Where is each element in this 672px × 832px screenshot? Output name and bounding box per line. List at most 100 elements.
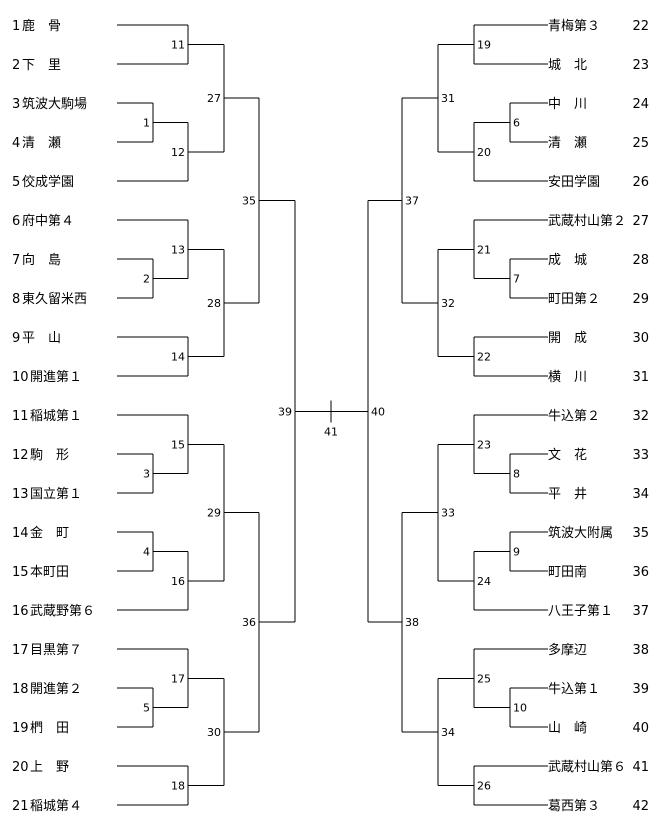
team-name: 向 島 <box>22 252 61 268</box>
team-name: 国立第１ <box>30 487 82 502</box>
team-seed: 15 <box>12 565 29 580</box>
team-seed: 41 <box>632 760 649 775</box>
match-number: 2 <box>143 273 150 286</box>
match-number: 20 <box>477 146 491 159</box>
team-seed: 9 <box>12 331 20 346</box>
match-number: 39 <box>278 405 292 418</box>
team-name: 山 崎 <box>548 721 587 736</box>
team-name: 東久留米西 <box>22 291 87 307</box>
match-number: 12 <box>171 146 185 159</box>
team-seed: 37 <box>632 604 649 619</box>
team-seed: 40 <box>632 721 649 736</box>
match-number: 1 <box>143 117 150 130</box>
match-number: 36 <box>242 616 256 629</box>
team-seed: 6 <box>12 214 20 229</box>
team-seed: 30 <box>632 331 649 346</box>
team-name: 稲城第１ <box>30 409 82 424</box>
team-seed: 16 <box>12 604 29 619</box>
team-seed: 4 <box>12 136 20 151</box>
match-number: 26 <box>477 780 491 793</box>
team-name: 武蔵野第６ <box>30 604 95 619</box>
team-seed: 7 <box>12 253 20 268</box>
match-number: 17 <box>171 672 185 685</box>
match-number: 28 <box>207 297 221 310</box>
team-seed: 23 <box>632 58 649 73</box>
team-seed: 24 <box>632 97 649 112</box>
team-name: 清 瀬 <box>22 136 61 151</box>
team-seed: 11 <box>12 409 29 424</box>
team-seed: 31 <box>632 370 649 385</box>
team-seed: 17 <box>12 643 29 658</box>
match-number: 33 <box>441 507 455 520</box>
team-name: 鹿 骨 <box>22 18 61 34</box>
team-seed: 33 <box>632 448 649 463</box>
match-number: 23 <box>477 438 491 451</box>
team-seed: 42 <box>632 799 649 814</box>
match-number: 8 <box>513 468 520 481</box>
team-seed: 18 <box>12 682 29 697</box>
team-name: 中 川 <box>548 97 587 112</box>
team-seed: 39 <box>632 682 649 697</box>
team-seed: 10 <box>12 370 29 385</box>
team-name: 牛込第２ <box>548 409 600 424</box>
team-seed: 21 <box>12 799 29 814</box>
team-seed: 29 <box>632 292 649 307</box>
team-name: 文 花 <box>548 447 587 463</box>
match-number: 6 <box>513 117 520 130</box>
team-name: 椚 田 <box>30 721 69 736</box>
team-name: 武蔵村山第６ <box>548 760 626 775</box>
team-seed: 19 <box>12 721 29 736</box>
match-number: 25 <box>477 672 491 685</box>
team-seed: 35 <box>632 526 649 541</box>
match-number: 35 <box>242 195 256 208</box>
team-name: 横 川 <box>548 370 587 385</box>
match-number: 38 <box>405 616 419 629</box>
team-name: 町田第２ <box>548 292 600 307</box>
team-seed: 25 <box>632 136 649 151</box>
team-seed: 38 <box>632 643 649 658</box>
team-name: 青梅第３ <box>548 19 600 34</box>
team-name: 開進第２ <box>30 682 82 697</box>
match-number: 3 <box>143 468 150 481</box>
team-seed: 22 <box>632 19 649 34</box>
team-name: 葛西第３ <box>548 799 600 814</box>
match-number: 13 <box>171 243 185 256</box>
match-number: 18 <box>171 780 185 793</box>
team-name: 下 里 <box>22 58 61 73</box>
team-name: 武蔵村山第２ <box>548 214 626 229</box>
match-number: 14 <box>171 351 185 364</box>
team-seed: 34 <box>632 487 649 502</box>
team-name: 筑波大附属 <box>548 525 613 541</box>
match-number: 24 <box>477 575 491 588</box>
match-number: 34 <box>441 726 455 739</box>
team-name: 清 瀬 <box>548 136 587 151</box>
match-number: 31 <box>441 92 455 105</box>
team-seed: 2 <box>12 58 20 73</box>
team-name: 稲城第４ <box>30 799 82 814</box>
team-name: 安田学園 <box>548 174 600 190</box>
team-name: 城 北 <box>548 58 587 73</box>
match-number: 11 <box>171 39 185 52</box>
match-number: 7 <box>513 273 520 286</box>
match-number: 15 <box>171 438 185 451</box>
team-name: 八王子第１ <box>548 604 613 619</box>
team-name: 上 野 <box>30 760 69 775</box>
match-number: 29 <box>207 507 221 520</box>
match-number: 19 <box>477 39 491 52</box>
team-seed: 27 <box>632 214 649 229</box>
team-name: 牛込第１ <box>548 682 600 697</box>
team-name: 町田南 <box>548 564 587 580</box>
match-number: 16 <box>171 575 185 588</box>
team-seed: 8 <box>12 292 20 307</box>
match-number: 32 <box>441 297 455 310</box>
match-number: 9 <box>513 546 520 559</box>
team-name: 筑波大駒場 <box>22 96 87 112</box>
team-seed: 26 <box>632 175 649 190</box>
team-name: 本町田 <box>30 565 69 580</box>
match-number: 40 <box>371 405 385 418</box>
team-name: 開 成 <box>548 331 587 346</box>
match-number: 30 <box>207 726 221 739</box>
team-name: 平 山 <box>22 331 61 346</box>
match-number: 27 <box>207 92 221 105</box>
